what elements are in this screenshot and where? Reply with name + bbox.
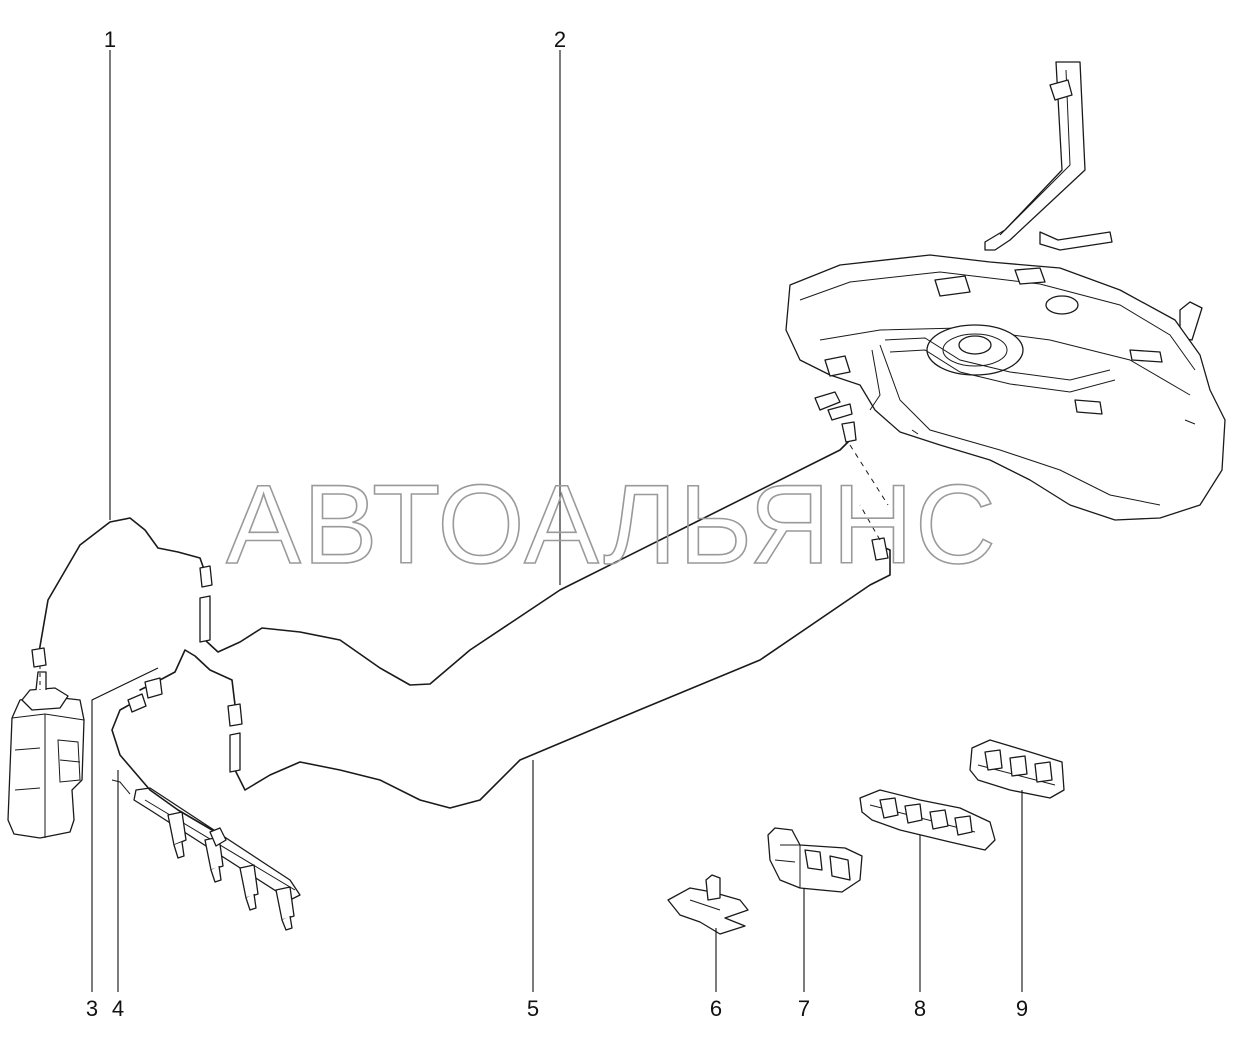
pipe-clip-icon [667,874,749,935]
fuel-tank-icon [785,61,1226,521]
leader-lines [91,50,1023,992]
callout-4: 4 [112,996,124,1021]
callout-numbers: 1 2 3 4 5 6 7 8 9 [86,27,1028,1021]
fuel-pipe-2 [199,421,889,686]
vapor-pipe-1 [31,517,213,668]
callout-3: 3 [86,996,98,1021]
callout-6: 6 [710,996,722,1021]
callout-9: 9 [1016,996,1028,1021]
fuel-rail-icon [111,779,301,931]
callout-7: 7 [798,996,810,1021]
fuel-pipe-5 [229,504,891,809]
callout-2: 2 [554,27,566,52]
multi-pipe-holder-icon [859,789,996,851]
return-pipe-3 [139,649,243,727]
callout-1: 1 [104,27,116,52]
watermark-text: АВТОАЛЬЯНС [226,462,998,587]
leader-3 [91,667,159,992]
callout-5: 5 [527,996,539,1021]
triple-pipe-holder-icon [969,739,1065,799]
double-pipe-holder-icon [767,827,863,893]
callout-8: 8 [914,996,926,1021]
fuel-pipe-4 [111,693,227,847]
charcoal-canister-icon [7,671,85,839]
